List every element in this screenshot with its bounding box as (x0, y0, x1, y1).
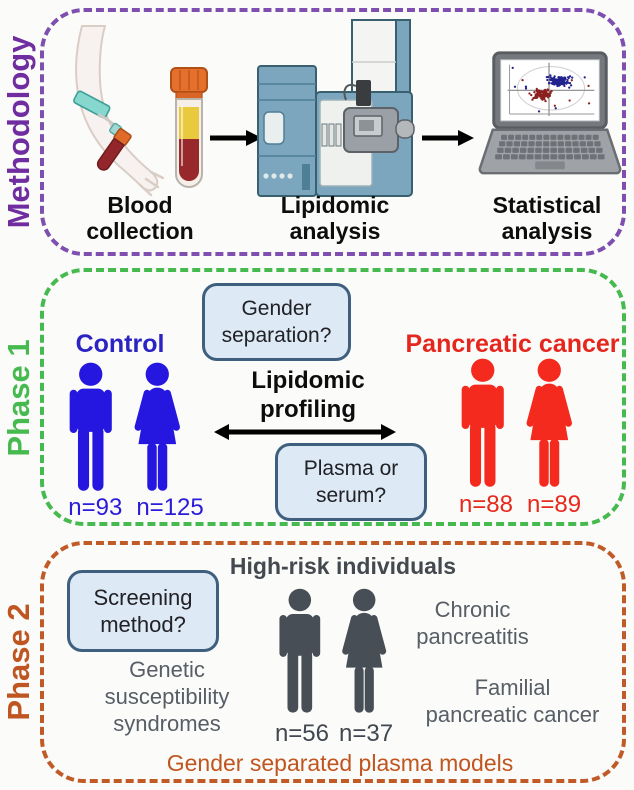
laptop-scatter-plot-icon (478, 51, 622, 175)
high-risk-title: High-risk individuals (229, 553, 457, 579)
methodology-panel (40, 8, 626, 256)
arrow-right-icon (422, 130, 474, 146)
gender-separated-models-note: Gender separated plasma models (166, 750, 514, 776)
screening-method-question-box: Screening method? (67, 570, 219, 652)
blood-tube-icon (170, 67, 208, 188)
pancreatic-cancer-title: Pancreatic cancer (405, 330, 620, 358)
step-statistical-analysis: Statistical analysis (492, 192, 602, 244)
cancer-n-female: n=89 (527, 491, 582, 518)
genetic-susceptibility-label: Genetic susceptibility syndromes (104, 657, 230, 736)
control-title: Control (75, 330, 165, 358)
arrow-right-icon (210, 130, 262, 146)
familial-pancreatic-cancer-label: Familial pancreatic cancer (425, 675, 600, 727)
phase1-label: Phase 1 (1, 339, 36, 457)
cancer-n-labels: n=88 n=89 (450, 491, 590, 519)
control-n-female: n=125 (136, 494, 204, 521)
control-couple-icon (69, 362, 181, 491)
step-lipidomic-analysis: Lipidomic analysis (280, 192, 390, 244)
double-arrow-icon (214, 424, 396, 440)
control-n-male: n=93 (68, 494, 123, 521)
mass-spectrometer-icon (257, 19, 415, 197)
blood-draw-arm-icon (73, 25, 164, 197)
cancer-n-male: n=88 (458, 491, 513, 518)
lipidomic-profiling-label: Lipidomic profiling (251, 367, 365, 423)
gender-separation-question-box: Gender separation? (202, 283, 351, 361)
phase2-panel (40, 541, 626, 783)
high-risk-couple-icon (279, 588, 387, 713)
chronic-pancreatitis-label: Chronic pancreatitis (416, 597, 529, 649)
control-n-labels: n=93 n=125 (50, 494, 222, 522)
methodology-label: Methodology (1, 35, 36, 229)
phase2-label: Phase 2 (1, 603, 36, 721)
high-risk-n-female: n=37 (339, 720, 394, 747)
high-risk-n-male: n=56 (274, 720, 329, 747)
plasma-serum-question-box: Plasma or serum? (275, 443, 427, 521)
cancer-couple-icon (461, 358, 573, 487)
step-blood-collection: Blood collection (86, 192, 194, 244)
phase1-panel (40, 268, 626, 526)
high-risk-n-labels: n=56 n=37 (268, 720, 400, 748)
